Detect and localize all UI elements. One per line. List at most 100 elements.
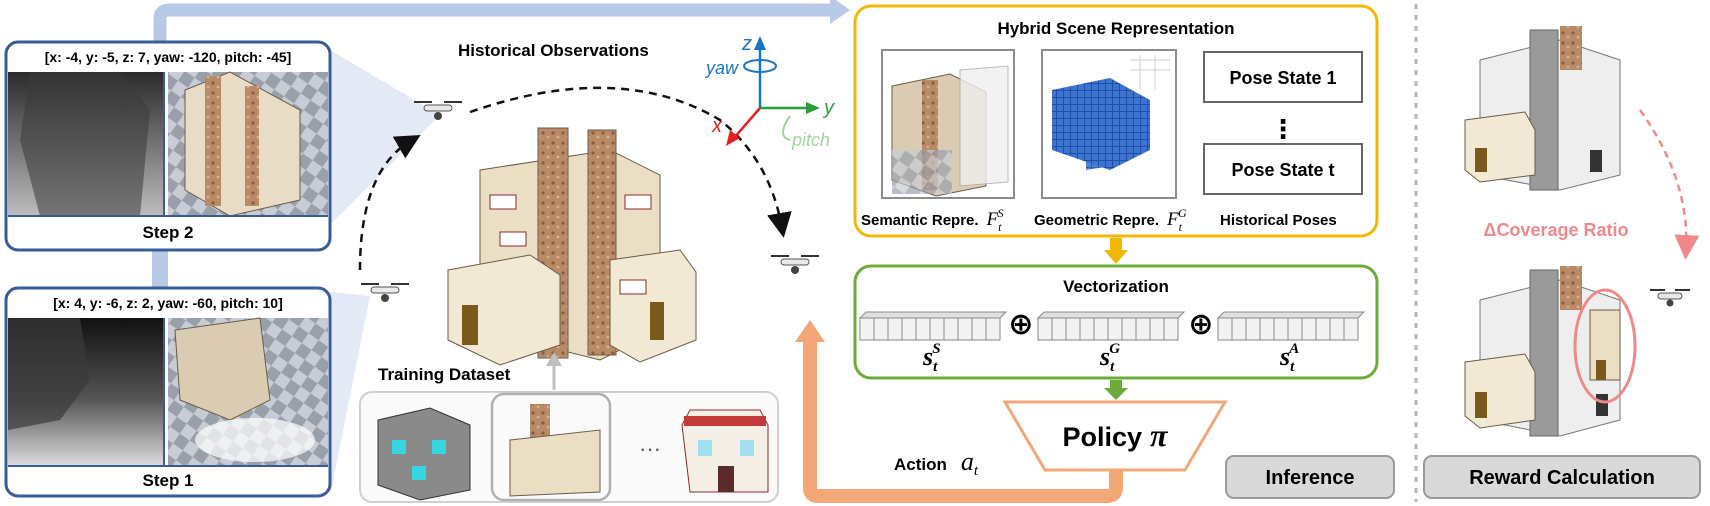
step1-label: Step 1 — [142, 471, 193, 490]
drone-icon — [1650, 289, 1690, 307]
trajectory-dashed-arrow-2 — [469, 86, 792, 238]
action-feedback-arrow — [803, 340, 1123, 503]
vector-cell — [1149, 317, 1165, 341]
drone-icon — [361, 283, 409, 302]
vector-cell — [1301, 317, 1317, 341]
vector-bar-geometric — [1036, 311, 1186, 341]
geometric-representation-image — [1041, 49, 1177, 199]
oplus-1: ⊕ — [1008, 308, 1033, 341]
axis-y-label: y — [822, 97, 835, 119]
vectorization-title: Vectorization — [1063, 277, 1169, 296]
vector-cell — [1259, 317, 1275, 341]
s-action-label: stA — [1279, 341, 1299, 375]
axis-pitch-label: pitch — [791, 130, 830, 150]
training-ellipsis: ··· — [639, 436, 661, 461]
vector-cell — [887, 317, 903, 341]
vector-cell — [1287, 317, 1303, 341]
vector-cell-top — [1036, 311, 1186, 319]
vector-cell — [1231, 317, 1247, 341]
axis-yaw-label: yaw — [704, 58, 739, 78]
action-feedback-arrowhead — [795, 320, 825, 342]
semantic-repre-label: Semantic Repre.FtS — [861, 206, 1004, 234]
training-building-3-image — [681, 409, 769, 493]
historical-poses-label: Historical Poses — [1220, 212, 1337, 229]
drone-icon — [414, 101, 462, 120]
vector-cell — [943, 317, 959, 341]
vector-bar-action — [1216, 311, 1366, 341]
step2-panel: [x: -4, y: -5, z: 7, yaw: -120, pitch: -… — [4, 40, 332, 252]
new-coverage-highlight — [1573, 288, 1637, 404]
vector-cell — [1343, 317, 1359, 341]
reward-calculation-label: Reward Calculation — [1469, 467, 1655, 489]
vector-cell — [1245, 317, 1261, 341]
vector-cell — [1217, 317, 1233, 341]
step2-pose: [x: -4, y: -5, z: 7, yaw: -120, pitch: -… — [45, 49, 292, 65]
pose-state-1-box — [1203, 51, 1363, 103]
training-building-2-image — [509, 404, 601, 497]
hybrid-scene-title: Hybrid Scene Representation — [997, 19, 1234, 38]
trajectory-dashed-arrow-1 — [358, 134, 421, 271]
vector-cell — [957, 317, 973, 341]
drone-icon — [771, 255, 819, 274]
coverage-ratio-label: ΔCoverage Ratio — [1484, 220, 1629, 240]
pose-state-dots: ⋮ — [1270, 114, 1296, 144]
training-building-1-image — [377, 407, 471, 501]
policy-trapezoid — [1002, 400, 1228, 472]
reward-dashed-arrow — [1638, 109, 1700, 260]
step1-pose: [x: 4, y: -6, z: 2, yaw: -60, pitch: 10] — [53, 295, 283, 311]
vector-cell — [859, 317, 875, 341]
step-connector — [152, 240, 168, 290]
vector-cell — [929, 317, 945, 341]
vector-cell-top — [1216, 311, 1366, 319]
vector-cell — [1163, 317, 1179, 341]
central-building-image — [447, 127, 697, 366]
pose-state-t-box — [1203, 143, 1363, 195]
pose-state-1-label: Pose State 1 — [1229, 68, 1336, 88]
vector-cell — [1079, 317, 1095, 341]
step1-funnel — [330, 292, 370, 496]
vector-cell — [1135, 317, 1151, 341]
geometric-repre-label: Geometric Repre.FtG — [1034, 206, 1187, 234]
axes-gizmo: z yaw y x pitch — [704, 33, 835, 150]
axis-x-label: x — [711, 115, 723, 137]
vector-cell — [971, 317, 987, 341]
vector-cell-top — [858, 311, 1008, 319]
s-geometric-label: stG — [1099, 341, 1120, 375]
vector-cell — [1121, 317, 1137, 341]
vector-to-policy-arrow — [1110, 380, 1122, 388]
vector-cell — [1093, 317, 1109, 341]
training-dataset-title: Training Dataset — [378, 365, 511, 384]
vector-cell — [1037, 317, 1053, 341]
vector-cell — [1315, 317, 1331, 341]
top-flow-arrow — [153, 3, 832, 225]
vector-cell — [873, 317, 889, 341]
vector-bar-semantic — [858, 311, 1008, 341]
hybrid-to-vector-arrow — [1110, 238, 1122, 250]
historical-observations-title: Historical Observations — [458, 41, 649, 60]
axis-z-label: z — [741, 33, 752, 55]
reward-building-before-image — [1464, 26, 1621, 191]
reward-building-after-image — [1464, 266, 1621, 437]
step2-label: Step 2 — [142, 223, 193, 242]
inference-label: Inference — [1266, 467, 1355, 489]
step2-funnel — [330, 50, 440, 225]
vector-cell — [1107, 317, 1123, 341]
semantic-representation-image — [881, 49, 1015, 199]
inference-badge — [1225, 455, 1395, 499]
pose-state-t-label: Pose State t — [1231, 160, 1334, 180]
oplus-2: ⊕ — [1188, 308, 1213, 341]
top-flow-arrowhead — [830, 0, 850, 24]
vector-cell — [1329, 317, 1345, 341]
s-semantic-label: stS — [922, 341, 941, 375]
vector-cell — [985, 317, 1001, 341]
reward-calculation-badge — [1423, 455, 1701, 499]
vector-cell — [1065, 317, 1081, 341]
vector-cell — [1051, 317, 1067, 341]
vector-cell — [915, 317, 931, 341]
vector-cell — [901, 317, 917, 341]
step1-panel: [x: 4, y: -6, z: 2, yaw: -60, pitch: 10]… — [4, 286, 332, 498]
vector-cell — [1273, 317, 1289, 341]
